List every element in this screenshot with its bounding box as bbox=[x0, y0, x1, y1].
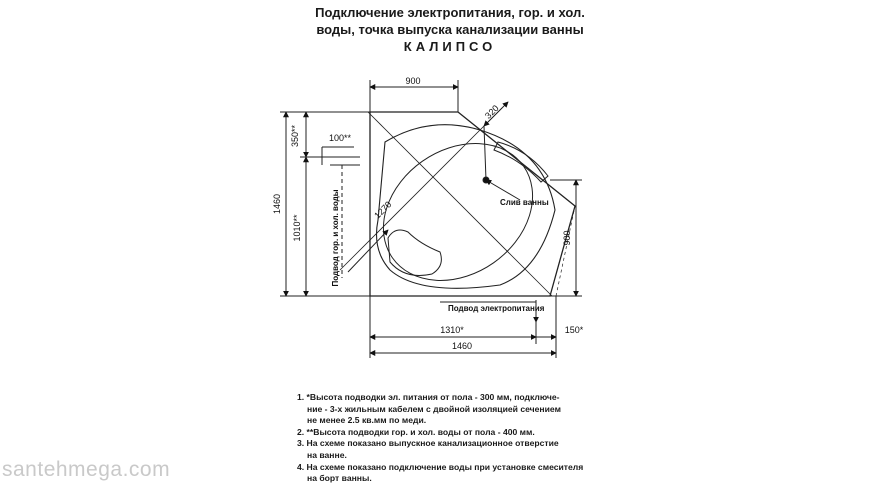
dim-1270: 1270 bbox=[372, 199, 393, 220]
tub-headrest bbox=[493, 141, 549, 183]
tub-seat bbox=[387, 229, 442, 276]
note-line: 2. **Высота подводки гор. и хол. воды от… bbox=[297, 426, 535, 437]
note-line: 4. На схеме показано подключение воды пр… bbox=[297, 461, 584, 472]
note-line: на ванне. bbox=[307, 449, 347, 460]
power-label: Подвод электропитания bbox=[448, 304, 545, 313]
tub-outline bbox=[369, 111, 576, 297]
watermark: santehmega.com bbox=[2, 458, 171, 481]
drain-label: Слив ванны bbox=[500, 198, 549, 207]
dim-150: 150* bbox=[565, 325, 584, 335]
dim-900-right: 900 bbox=[562, 230, 572, 245]
dim-1310: 1310* bbox=[440, 325, 464, 335]
note-line: 1. *Высота подводки эл. питания от пола … bbox=[297, 392, 560, 402]
note-line: на борт ванны. bbox=[307, 473, 372, 484]
dim-320: 320 bbox=[483, 103, 501, 121]
diagonal-line-1 bbox=[367, 111, 553, 297]
dim-1460-left: 1460 bbox=[272, 194, 282, 214]
dim-100: 100** bbox=[329, 133, 352, 143]
water-supply-label: Подвод гор. и хол. воды bbox=[331, 189, 340, 286]
title-line-2: воды, точка выпуска канализации ванны bbox=[316, 22, 584, 37]
note-line: не менее 2.5 кв.мм по меди. bbox=[307, 415, 427, 426]
dim-350: 350** bbox=[290, 124, 300, 147]
note-line: ние - 3-х жильным кабелем с двойной изол… bbox=[307, 403, 561, 414]
tub-rim bbox=[375, 124, 556, 289]
notes-list: 1. *Высота подводки эл. питания от пола … bbox=[297, 392, 617, 485]
note-line: 3. На схеме показано выпускное канализац… bbox=[297, 438, 559, 449]
dim-1460-bottom: 1460 bbox=[452, 341, 472, 351]
dim-900-top: 900 bbox=[405, 76, 420, 86]
title-line-1: Подключение электропитания, гор. и хол. bbox=[315, 5, 585, 20]
dim-1010: 1010** bbox=[292, 214, 302, 242]
diagram-title: Подключение электропитания, гор. и хол. … bbox=[250, 4, 650, 55]
title-line-3: КАЛИПСО bbox=[403, 39, 497, 54]
diagonal-line-2 bbox=[339, 107, 503, 271]
